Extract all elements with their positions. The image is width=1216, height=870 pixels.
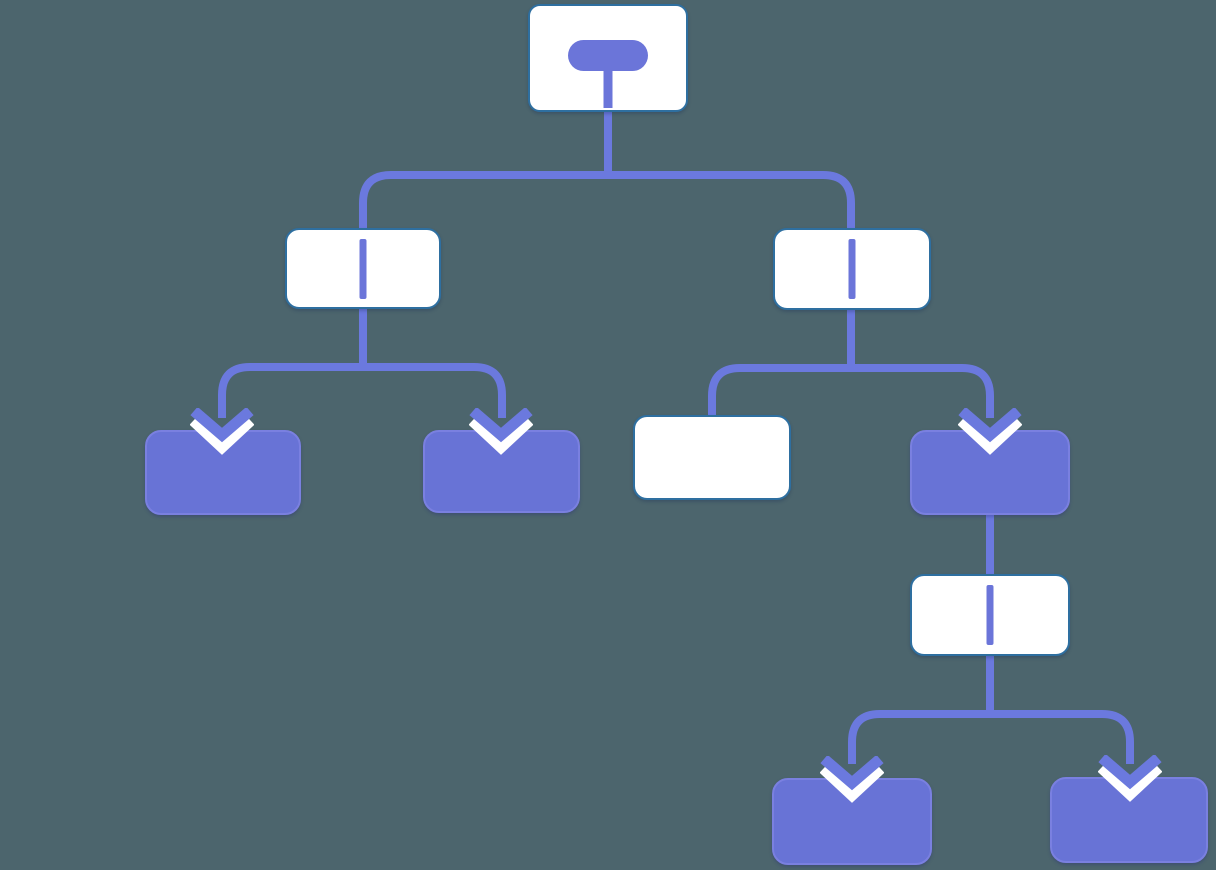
vertical-bar-icon bbox=[986, 585, 994, 645]
node-branch-left[interactable] bbox=[285, 228, 441, 309]
connector-rail-bottom bbox=[848, 710, 1134, 764]
node-branch-lower[interactable] bbox=[910, 574, 1070, 656]
root-pill-stem-icon bbox=[603, 70, 613, 108]
node-root[interactable] bbox=[528, 4, 688, 112]
node-leaf-2[interactable] bbox=[423, 430, 580, 513]
root-pill-icon bbox=[568, 40, 648, 71]
connector-rail-right bbox=[708, 364, 994, 418]
node-leaf-1[interactable] bbox=[145, 430, 301, 515]
node-leaf-3[interactable] bbox=[910, 430, 1070, 515]
connector-rail-top bbox=[359, 171, 855, 228]
node-branch-right[interactable] bbox=[773, 228, 931, 310]
connector-rail-left bbox=[218, 363, 506, 418]
vertical-bar-icon bbox=[359, 238, 367, 299]
vertical-bar-icon bbox=[848, 239, 856, 299]
node-child-plain[interactable] bbox=[633, 415, 791, 500]
node-leaf-4[interactable] bbox=[772, 778, 932, 865]
node-leaf-5[interactable] bbox=[1050, 777, 1208, 863]
